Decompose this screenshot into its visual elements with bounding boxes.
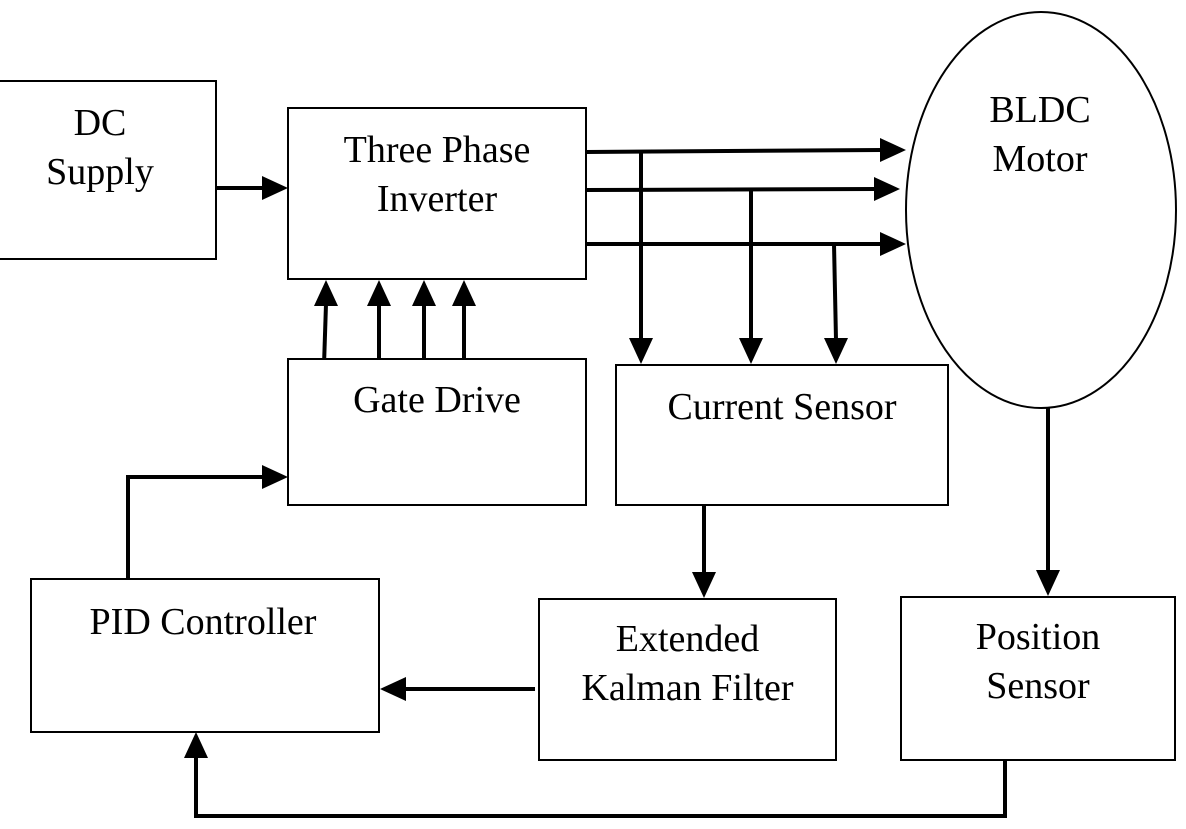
gate-drive-block <box>287 358 587 506</box>
arrowhead <box>880 138 906 162</box>
arrowhead <box>452 280 476 306</box>
gate-drive-label: Gate Drive <box>353 379 521 421</box>
dc-supply-label-2: Supply <box>46 151 154 193</box>
dc-supply-label-1: DC <box>73 102 127 144</box>
bldc-motor-ellipse <box>905 11 1177 409</box>
position-sensor-block <box>900 596 1176 761</box>
dc-supply-block <box>0 80 217 260</box>
arrowhead <box>824 338 848 364</box>
arrowhead <box>380 677 406 701</box>
arrowhead <box>262 465 288 489</box>
arrowhead <box>739 338 763 364</box>
arrow-position-to-pid <box>194 756 1007 818</box>
current-sensor-label: Current Sensor <box>667 386 897 428</box>
arrowhead <box>367 280 391 306</box>
ekf-label-1: Extended <box>615 618 760 660</box>
arrowhead <box>1036 570 1060 596</box>
ekf-block <box>538 598 837 761</box>
ekf-label-2: Kalman Filter <box>581 667 794 709</box>
arrow-pid-to-gate <box>126 475 264 578</box>
inverter-block <box>287 107 587 280</box>
tap-c <box>832 243 838 341</box>
position-sensor-label-2: Sensor <box>986 665 1090 707</box>
motor-label-1: BLDC <box>989 89 1091 131</box>
motor-label-2: Motor <box>992 138 1088 180</box>
inverter-label-2: Inverter <box>376 178 498 220</box>
arrowhead <box>262 176 288 200</box>
arrowhead <box>314 280 338 306</box>
pid-controller-label: PID Controller <box>89 601 317 643</box>
arrowhead <box>412 280 436 306</box>
gate-signal-1 <box>322 303 328 366</box>
current-sensor-block <box>615 364 949 506</box>
arrowhead <box>874 177 900 201</box>
position-sensor-label-1: Position <box>975 616 1101 658</box>
phase-line-a <box>585 148 883 154</box>
arrowhead <box>692 572 716 598</box>
arrowhead <box>880 232 906 256</box>
pid-controller-block <box>30 578 380 733</box>
inverter-label-1: Three Phase <box>343 129 531 171</box>
arrowhead <box>629 338 653 364</box>
phase-line-b <box>585 187 877 192</box>
arrowhead <box>184 732 208 758</box>
